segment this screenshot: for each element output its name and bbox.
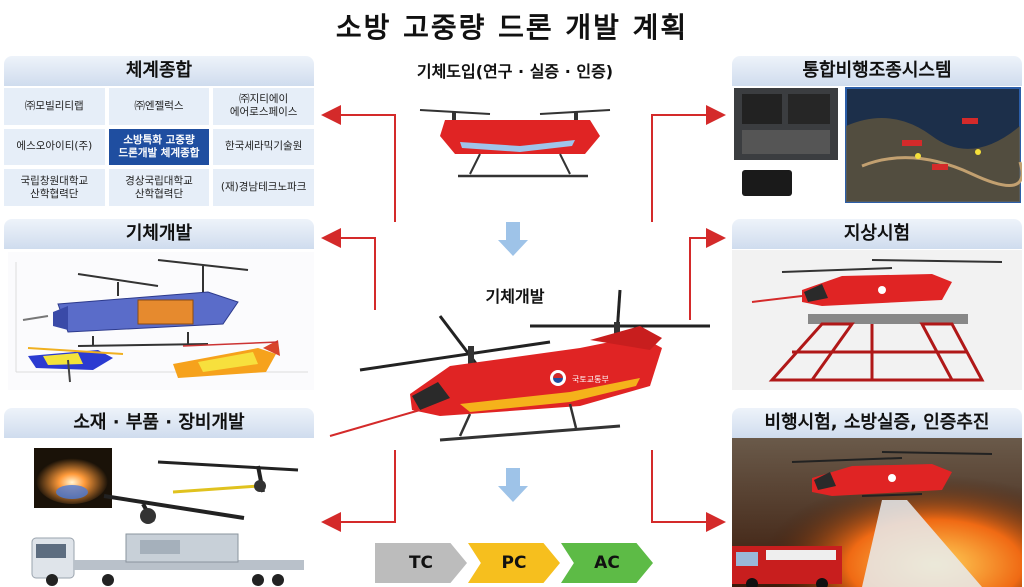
arrow-to-ground-test xyxy=(689,228,726,320)
panel-ground-test-header: 지상시험 xyxy=(732,219,1022,249)
arrow-to-system-integration xyxy=(321,105,396,222)
arrow-to-airframe-dev xyxy=(321,228,376,310)
main-drone-image: 국토교통부 xyxy=(320,286,720,456)
partner-cell: 국립창원대학교 산학협력단 xyxy=(4,169,105,206)
flight-test-image xyxy=(732,438,1022,587)
center-middle-label: 기체개발 xyxy=(485,287,545,306)
panel-materials-header: 소재 · 부품 · 장비개발 xyxy=(4,408,314,438)
partner-cell: 한국세라믹기술원 xyxy=(213,128,314,166)
drone-marking: 국토교통부 xyxy=(572,375,609,384)
arrow-to-materials xyxy=(321,450,396,532)
panel-flight-test-header: 비행시험, 소방실증, 인증추진 xyxy=(732,408,1022,438)
partner-cell: ㈜엔젤럭스 xyxy=(108,88,210,125)
flow-step-pc: PC xyxy=(468,543,560,583)
partner-cell: ㈜지티에이 에어로스페이스 xyxy=(213,88,314,125)
panel-system-integration-header: 체계종합 xyxy=(4,56,314,86)
partner-cell: (재)경남테크노파크 xyxy=(213,169,314,206)
panel-flight-control-header: 통합비행조종시스템 xyxy=(732,56,1022,86)
panel-airframe-dev-header: 기체개발 xyxy=(4,219,314,249)
arrow-to-flight-control xyxy=(651,105,726,222)
flow-step-tc: TC xyxy=(375,543,467,583)
partner-cell-highlight: 소방특화 고중량 드론개발 체계종합 xyxy=(108,128,210,166)
center-top-label: 기체도입(연구 · 실증 · 인증) xyxy=(416,62,614,81)
down-arrow-upper xyxy=(498,222,528,256)
partner-cell: 경상국립대학교 산학협력단 xyxy=(108,169,210,206)
partner-cell: 에스오아이티(주) xyxy=(4,128,105,166)
down-arrow-lower xyxy=(498,468,528,502)
page-title: 소방 고중량 드론 개발 계획 xyxy=(335,11,689,44)
flow-step-ac: AC xyxy=(561,543,653,583)
ground-test-image xyxy=(732,250,1022,390)
partner-grid: ㈜모빌리티랩 ㈜엔젤럭스 ㈜지티에이 에어로스페이스 에스오아이티(주) 소방특… xyxy=(4,88,314,206)
partner-cell: ㈜모빌리티랩 xyxy=(4,88,105,125)
flight-control-image xyxy=(732,86,1022,204)
imported-drone-image xyxy=(400,96,630,191)
airframe-cad-image xyxy=(8,252,314,390)
arrow-to-flight-test xyxy=(651,450,726,532)
materials-image xyxy=(8,442,314,587)
